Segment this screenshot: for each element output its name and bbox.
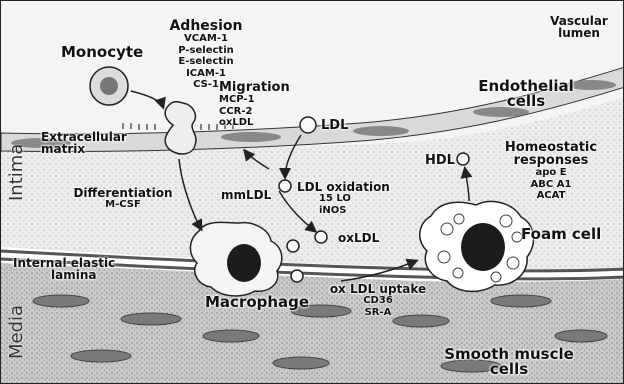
foam-cell-nucleus — [461, 223, 505, 271]
differentiation-item: M-CSF — [63, 199, 183, 211]
mmldl-particle — [279, 180, 291, 192]
homeostatic-item: apo E — [491, 167, 611, 179]
ldl-oxidation-group: LDL oxidation 15 LO iNOS — [297, 181, 407, 216]
extracellular-matrix-line: matrix — [41, 143, 151, 155]
adhesion-item: ICAM-1 — [161, 68, 251, 80]
foam-cell-label: Foam cell — [521, 227, 601, 242]
macrophage-label: Macrophage — [205, 295, 309, 310]
homeostatic-title-line: responses — [491, 154, 611, 167]
hdl-particle — [457, 153, 469, 165]
endothelial-nucleus — [221, 132, 281, 142]
ldl-label: LDL — [321, 119, 348, 132]
intima-label: Intima — [6, 144, 27, 201]
migration-item: CCR-2 — [219, 106, 309, 118]
extracellular-matrix-label: Extracellular matrix — [41, 131, 151, 155]
hdl-label: HDL — [425, 154, 455, 167]
oxldl-label: oxLDL — [338, 232, 379, 244]
migration-title: Migration — [219, 81, 309, 94]
adhesion-item: P-selectin — [161, 45, 251, 57]
oxldl-particle — [291, 270, 303, 282]
monocyte-nucleus — [100, 77, 118, 95]
oxldl-uptake-title: ox LDL uptake — [313, 283, 443, 295]
homeostatic-group: Homeostatic responses apo E ABC A1 ACAT — [491, 141, 611, 202]
ldl-oxidation-item: iNOS — [297, 205, 407, 217]
adhesion-item: E-selectin — [161, 56, 251, 68]
oxldl-uptake-item: SR-A — [313, 307, 443, 319]
homeostatic-item: ACAT — [491, 190, 611, 202]
differentiation-title: Differentiation — [63, 187, 183, 199]
differentiation-group: Differentiation M-CSF — [63, 187, 183, 211]
oxldl-particle — [287, 240, 299, 252]
endothelial-nucleus — [353, 126, 409, 136]
endothelial-cells-line: cells — [471, 94, 581, 109]
oxldl-uptake-item: CD36 — [313, 295, 443, 307]
macrophage-nucleus — [227, 244, 261, 282]
smooth-muscle-cells-line: cells — [429, 362, 589, 377]
vascular-lumen-line: lumen — [539, 27, 619, 39]
ldl-oxidation-item: 15 LO — [297, 193, 407, 205]
adhesion-item: VCAM-1 — [161, 33, 251, 45]
internal-elastic-lamina-line: lamina — [13, 269, 163, 281]
smooth-muscle-cells-label: Smooth muscle cells — [429, 347, 589, 377]
monocyte-label: Monocyte — [61, 45, 143, 60]
oxldl-uptake-group: ox LDL uptake CD36 SR-A — [313, 283, 443, 318]
mmldl-label: mmLDL — [221, 189, 271, 201]
migration-item: oxLDL — [219, 117, 309, 129]
media-label: Media — [6, 305, 27, 359]
oxldl-particle — [315, 231, 327, 243]
internal-elastic-lamina-label: Internal elastic lamina — [13, 257, 163, 281]
endothelial-cells-label: Endothelial cells — [471, 79, 581, 109]
adhesion-title: Adhesion — [161, 19, 251, 33]
vascular-lumen-label: Vascular lumen — [539, 15, 619, 39]
ldl-oxidation-title: LDL oxidation — [297, 181, 407, 193]
migration-item: MCP-1 — [219, 94, 309, 106]
migration-group: Migration MCP-1 CCR-2 oxLDL — [219, 81, 309, 129]
homeostatic-item: ABC A1 — [491, 179, 611, 191]
